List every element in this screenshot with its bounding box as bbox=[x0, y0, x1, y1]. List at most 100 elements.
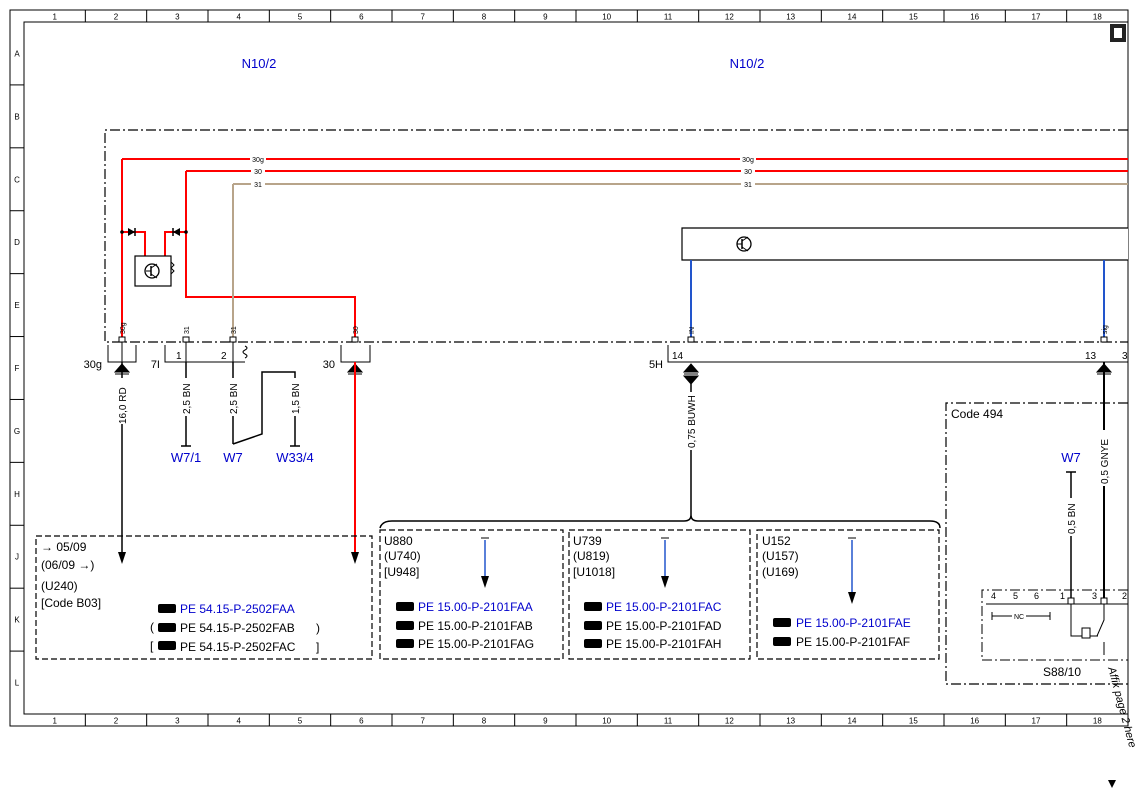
code-494-title[interactable]: Code 494 bbox=[951, 407, 1003, 421]
border-col-label: 15 bbox=[909, 13, 918, 22]
pin-label-30: 30 bbox=[353, 326, 360, 334]
ref-box1-line-2: (06/09 →) bbox=[41, 558, 94, 572]
ref-box2-arrow bbox=[481, 537, 489, 588]
border-col-label: 18 bbox=[1093, 717, 1102, 726]
border-row-label: J bbox=[15, 553, 19, 562]
border-col-label: 12 bbox=[725, 717, 734, 726]
wire-label-25bn-b: 2,5 BN bbox=[229, 383, 240, 414]
border-col-label: 6 bbox=[359, 717, 364, 726]
ref-box2-link-3[interactable]: PE 15.00-P-2101FAG bbox=[418, 637, 534, 651]
connector-30g bbox=[107, 342, 137, 363]
control-module-box bbox=[681, 227, 1128, 261]
border-row-label: A bbox=[14, 49, 20, 58]
switch-pin-1: 1 bbox=[1060, 591, 1065, 601]
switch-label-s88-10[interactable]: S88/10 bbox=[1043, 665, 1081, 679]
diode-left bbox=[120, 228, 136, 236]
border-col-label: 15 bbox=[909, 717, 918, 726]
border-col-label: 14 bbox=[848, 717, 857, 726]
ref-box4-link-2[interactable]: PE 15.00-P-2101FAF bbox=[796, 635, 910, 649]
connector-label-5h[interactable]: 5H bbox=[649, 359, 663, 371]
wire-label-16rd: 16,0 RD bbox=[118, 387, 129, 424]
ref-box2-line-2: (U740) bbox=[384, 549, 421, 563]
connector-pin-14: 14 bbox=[672, 351, 684, 362]
ref-box1-link-3[interactable]: PE 54.15-P-2502FAC bbox=[180, 640, 296, 654]
border-col-label: 12 bbox=[725, 13, 734, 22]
border-col-label: 4 bbox=[236, 717, 241, 726]
component-label-right[interactable]: N10/2 bbox=[730, 56, 765, 71]
connector-pin-2: 2 bbox=[221, 351, 227, 362]
ref-box3-line-1: U739 bbox=[573, 534, 602, 548]
connector-label-30[interactable]: 30 bbox=[323, 359, 335, 371]
border-col-label: 3 bbox=[175, 13, 180, 22]
border-col-label: 16 bbox=[970, 717, 979, 726]
connector-7i bbox=[164, 342, 248, 363]
bus-31: 31 31 bbox=[233, 179, 1128, 189]
pin-label-in: IN bbox=[689, 327, 696, 334]
external-wires bbox=[121, 362, 1105, 598]
switch-nc-label: NC bbox=[1014, 614, 1024, 621]
border-col-label: 14 bbox=[848, 13, 857, 22]
ref-box4-line-1: U152 bbox=[762, 534, 791, 548]
border-row-label: D bbox=[14, 238, 20, 247]
connector-label-7i[interactable]: 7I bbox=[151, 359, 160, 371]
ground-label-w7-1[interactable]: W7/1 bbox=[171, 450, 201, 465]
ref-box2-link-2[interactable]: PE 15.00-P-2101FAB bbox=[418, 619, 533, 633]
paren-open-icon: ( bbox=[150, 620, 154, 634]
bus-30-label-left: 30 bbox=[254, 169, 262, 176]
border-col-label: 16 bbox=[970, 13, 979, 22]
ref-box1-link-2[interactable]: PE 54.15-P-2502FAB bbox=[180, 621, 295, 635]
module-enclosure bbox=[104, 129, 1128, 343]
border-col-label: 2 bbox=[114, 717, 119, 726]
bracket-close-icon: ] bbox=[316, 640, 319, 654]
switch-s88-10-box bbox=[981, 589, 1128, 661]
border-col-label: 11 bbox=[664, 13, 673, 22]
bus-31-label-left: 31 bbox=[254, 182, 262, 189]
ref-box2-link-1[interactable]: PE 15.00-P-2101FAA bbox=[418, 600, 533, 614]
ref-box3-link-1[interactable]: PE 15.00-P-2101FAC bbox=[606, 600, 722, 614]
ground-label-w7-right[interactable]: W7 bbox=[1061, 450, 1081, 465]
wire-label-05bn: 0,5 BN bbox=[1067, 503, 1078, 534]
bus-30g: 30g 30g bbox=[122, 154, 1128, 164]
ref-box4-arrow bbox=[848, 537, 856, 604]
connector-label-30g[interactable]: 30g bbox=[84, 359, 102, 371]
wire-arrowheads bbox=[118, 552, 359, 564]
connector-pin-3: 3 bbox=[1122, 351, 1128, 362]
ref-box3-link-2[interactable]: PE 15.00-P-2101FAD bbox=[606, 619, 722, 633]
ref-box1-link-1[interactable]: PE 54.15-P-2502FAA bbox=[180, 602, 295, 616]
bracket-open-icon: [ bbox=[150, 639, 154, 653]
internal-wiring bbox=[121, 159, 356, 342]
border-col-label: 4 bbox=[236, 13, 241, 22]
border-col-label: 9 bbox=[543, 13, 548, 22]
ground-label-w7[interactable]: W7 bbox=[223, 450, 243, 465]
code-494-box bbox=[945, 402, 1128, 685]
border-col-label: 8 bbox=[482, 13, 487, 22]
wire-labels: 16,0 RD 2,5 BN 2,5 BN 1,5 BN 0,75 BUWH 0… bbox=[115, 378, 1111, 536]
border-col-label: 8 bbox=[482, 717, 487, 726]
ground-symbols bbox=[181, 445, 1076, 473]
switch-pin-2: 2 bbox=[1122, 591, 1127, 601]
ref-box4-hand-icons bbox=[773, 618, 791, 646]
wire-label-075buwh: 0,75 BUWH bbox=[687, 395, 698, 448]
border-col-label: 5 bbox=[298, 13, 303, 22]
border-col-label: 1 bbox=[52, 13, 57, 22]
border-row-label: H bbox=[14, 490, 20, 499]
pin-label-30g: 30g bbox=[120, 322, 127, 334]
border-row-label: B bbox=[14, 112, 19, 121]
switch-pin-5: 5 bbox=[1013, 591, 1018, 601]
switch-pin-6: 6 bbox=[1034, 591, 1039, 601]
ref-box3-link-3[interactable]: PE 15.00-P-2101FAH bbox=[606, 637, 721, 651]
ground-label-w33-4[interactable]: W33/4 bbox=[276, 450, 314, 465]
border-col-label: 18 bbox=[1093, 13, 1102, 22]
component-label-left[interactable]: N10/2 bbox=[242, 56, 277, 71]
ref-box2-hand-icons bbox=[396, 602, 414, 648]
ref-box4-link-1[interactable]: PE 15.00-P-2101FAE bbox=[796, 616, 911, 630]
pin-markers bbox=[118, 336, 1108, 343]
affix-arrow-icon bbox=[1108, 780, 1116, 788]
bus-30g-label-right: 30g bbox=[742, 157, 754, 164]
border-col-label: 10 bbox=[602, 13, 611, 22]
ref-box3-hand-icons bbox=[584, 602, 602, 648]
border-col-label: 13 bbox=[786, 13, 795, 22]
border-row-label: E bbox=[14, 301, 19, 310]
border-column-ticks: 1122334455667788991010111112121313141415… bbox=[52, 10, 1102, 726]
